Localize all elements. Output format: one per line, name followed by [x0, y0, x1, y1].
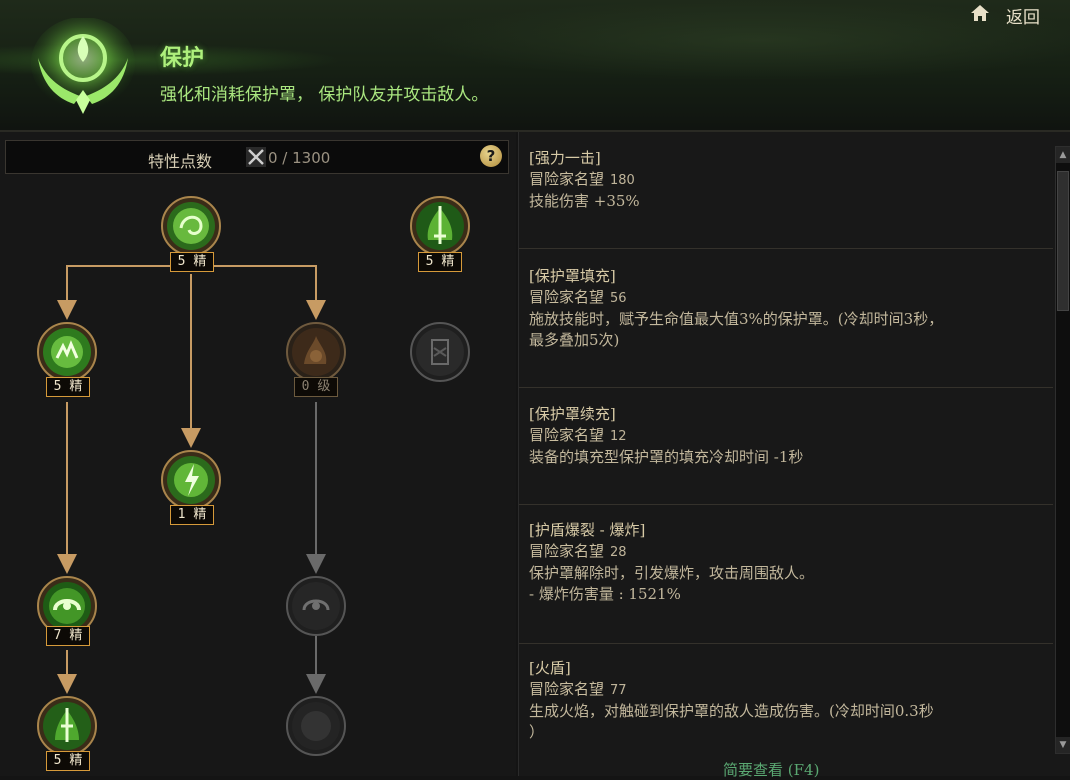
skill-node-3-level: 5 精 — [46, 377, 90, 397]
scroll-up-icon[interactable]: ▲ — [1056, 147, 1070, 163]
trait-points-label: 特性点数 — [148, 152, 213, 171]
help-icon[interactable]: ? — [480, 145, 502, 167]
skill-node-8[interactable] — [286, 576, 346, 636]
skill-node-10[interactable] — [286, 696, 346, 756]
lightning-orb-icon — [161, 450, 221, 510]
scroll-down-icon[interactable]: ▼ — [1056, 737, 1070, 753]
entry-5-line-2: ） — [529, 723, 545, 741]
trait-points-value: 0 / 1300 — [268, 149, 331, 167]
skill-node-9[interactable] — [37, 696, 97, 756]
home-icon[interactable] — [970, 3, 990, 23]
divider — [519, 643, 1053, 644]
scroll-thumb[interactable] — [1057, 171, 1069, 311]
brief-view-button[interactable]: 简要查看 (F4) — [723, 761, 820, 779]
sword-flame-icon — [410, 196, 470, 256]
entry-3-line-1: 装备的填充型保护罩的填充冷却时间 -1秒 — [529, 448, 804, 466]
skill-node-6[interactable] — [161, 450, 221, 510]
page-title: 保护 — [160, 45, 205, 71]
entry-2-name: [保护罩填充] — [529, 267, 616, 285]
page-subtitle: 强化和消耗保护罩， 保护队友并攻击敌人。 — [160, 85, 489, 105]
divider — [519, 504, 1053, 505]
skill-node-1[interactable] — [161, 196, 221, 256]
crossed-swords-icon — [246, 147, 266, 167]
connector-n1-n4 — [191, 265, 326, 320]
skill-node-2-level: 5 精 — [418, 252, 462, 272]
back-button[interactable]: 返回 — [1006, 8, 1040, 28]
skill-node-7[interactable] — [37, 576, 97, 636]
ember-icon — [286, 322, 346, 382]
ring-burst-icon — [37, 576, 97, 636]
skill-tree-panel: 特性点数 0 / 1300 ? 5 精 5 精 — [0, 132, 516, 776]
trait-points-bar: 特性点数 0 / 1300 ? — [5, 140, 509, 174]
entry-2-line-2: 最多叠加5次) — [529, 331, 620, 349]
entry-4-name: [护盾爆裂 - 爆炸] — [529, 521, 646, 539]
header: 保护 强化和消耗保护罩， 保护队友并攻击敌人。 返回 — [0, 0, 1070, 132]
skill-node-2[interactable] — [410, 196, 470, 256]
hand-glyph-icon — [37, 322, 97, 382]
entry-1-line-1: 技能伤害 +35% — [529, 192, 640, 210]
scroll-icon — [410, 322, 470, 382]
wings-emblem-icon — [31, 18, 135, 114]
entry-4-line-2: - 爆炸伤害量 : 1521% — [529, 585, 681, 603]
entry-4-line-1: 保护罩解除时，引发爆炸，攻击周围敌人。 — [529, 564, 815, 582]
skill-node-3[interactable] — [37, 322, 97, 382]
divider — [519, 248, 1053, 249]
divider — [519, 387, 1053, 388]
skill-node-1-level: 5 精 — [170, 252, 214, 272]
entry-2-line-1: 施放技能时，赋予生命值最大值3%的保护罩。(冷却时间3秒， — [529, 310, 944, 328]
skill-node-7-level: 7 精 — [46, 626, 90, 646]
skill-node-9-level: 5 精 — [46, 751, 90, 771]
skill-node-5[interactable] — [410, 322, 470, 382]
skill-node-4-level: 0 级 — [294, 377, 338, 397]
blade-icon — [37, 696, 97, 756]
dim-ring-icon — [286, 576, 346, 636]
dark-orb-icon — [286, 696, 346, 756]
entry-3-name: [保护罩续充] — [529, 405, 616, 423]
skill-node-4[interactable] — [286, 322, 346, 382]
description-scrollbar[interactable]: ▲ ▼ — [1055, 146, 1070, 754]
entry-1-name: [强力一击] — [529, 149, 601, 167]
entry-5-line-1: 生成火焰，对触碰到保护罩的敌人造成伤害。(冷却时间0.3秒 — [529, 702, 934, 720]
tree-connectors — [57, 265, 326, 694]
swirl-orb-icon — [161, 196, 221, 256]
connector-n1-n3 — [57, 265, 191, 320]
skill-node-6-level: 1 精 — [170, 505, 214, 525]
entry-5-name: [火盾] — [529, 659, 571, 677]
